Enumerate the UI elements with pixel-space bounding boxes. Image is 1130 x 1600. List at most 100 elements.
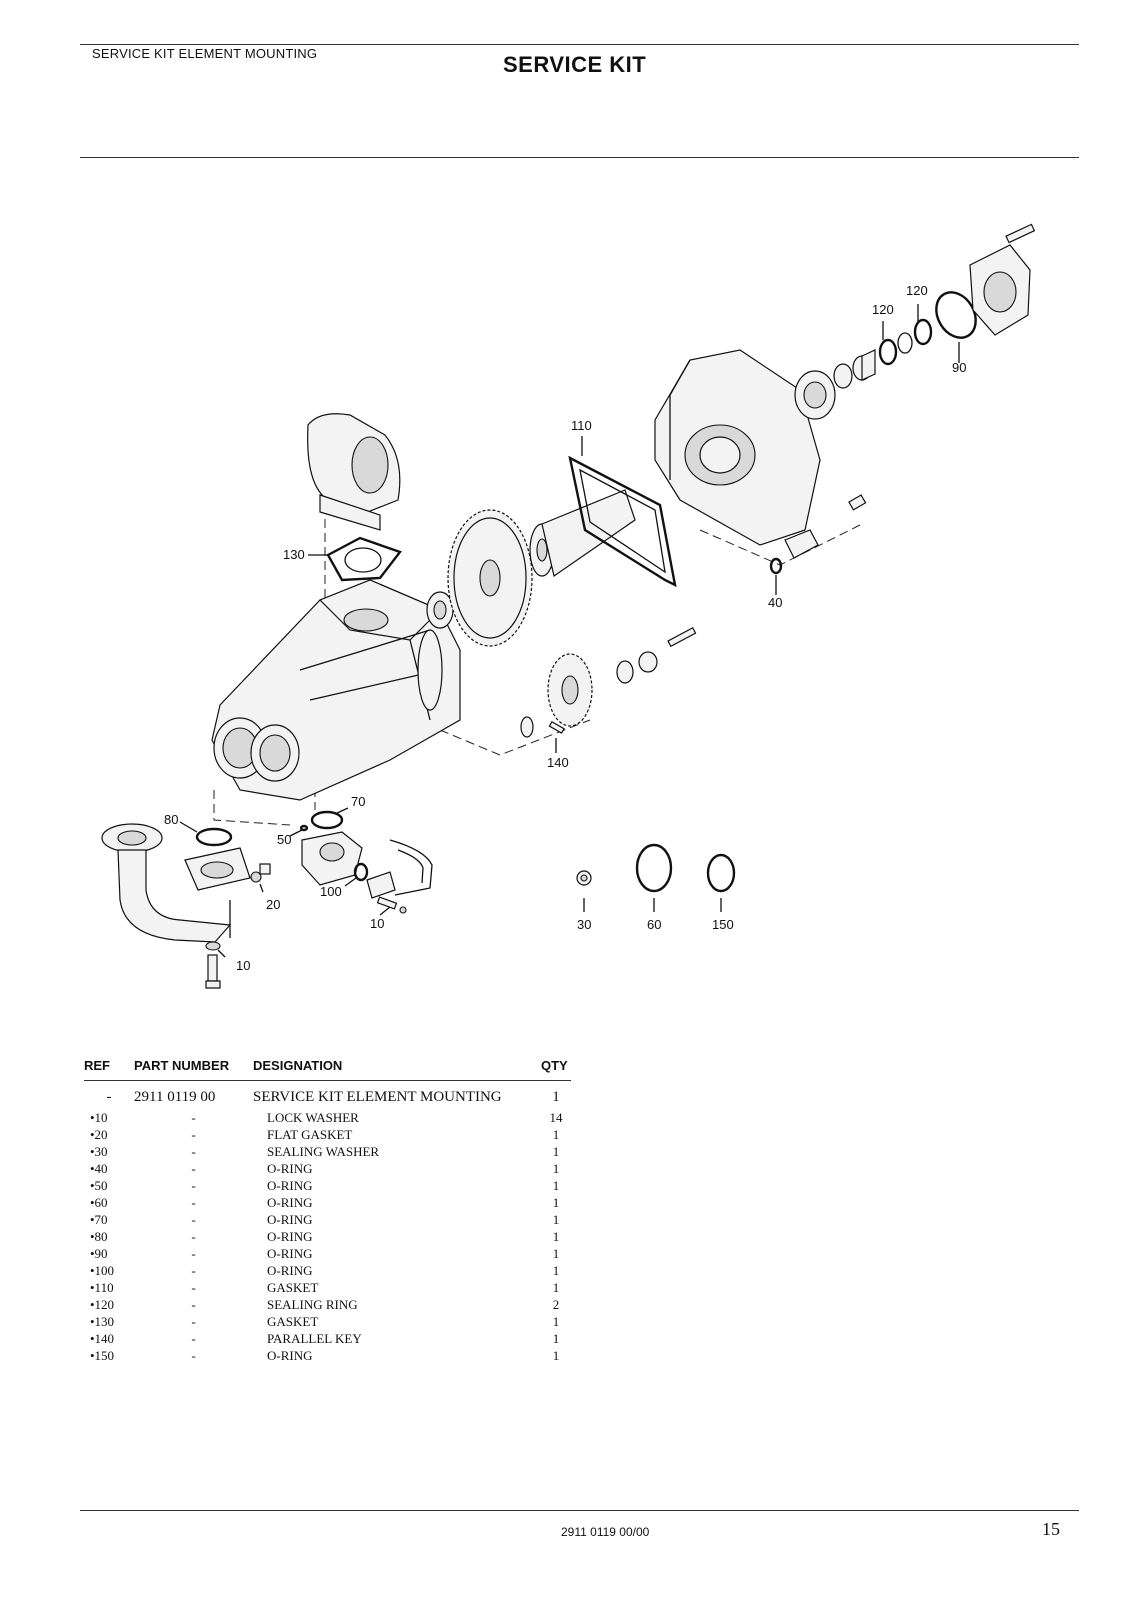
o-ring-150: [706, 853, 736, 893]
cell-qty: 14: [549, 1110, 563, 1125]
main-bearing: [794, 370, 836, 420]
cell-part-number: -: [191, 1178, 196, 1193]
cell-ref: •140: [90, 1331, 115, 1346]
header-bottom-rule: [80, 157, 1079, 158]
table-row: •100 - O-RING 1: [84, 1262, 571, 1279]
bushing: [852, 349, 876, 381]
cell-part-number: -: [191, 1161, 196, 1176]
cell-ref: •150: [90, 1348, 115, 1363]
large-gear: [447, 509, 533, 647]
o-ring-50: [299, 824, 309, 832]
cell-qty: 1: [552, 1127, 560, 1142]
drive-shaft: [529, 489, 636, 577]
cell-part-number: 2911 0119 00: [134, 1089, 216, 1105]
cell-ref: •90: [90, 1246, 108, 1261]
cell-part-number: -: [191, 1144, 196, 1159]
o-ring-70: [310, 810, 344, 830]
pinion-flange: [638, 651, 658, 673]
header-top-rule: [80, 44, 1079, 45]
cell-designation: O-RING: [267, 1195, 313, 1210]
cell-designation: FLAT GASKET: [267, 1127, 353, 1142]
table-row: •60 - O-RING 1: [84, 1194, 571, 1211]
spacer-ring: [833, 363, 853, 389]
callout-10-b: 10: [236, 958, 250, 973]
parallel-key-140: [548, 720, 565, 734]
cell-ref: •120: [90, 1297, 115, 1312]
callout-110: 110: [571, 418, 592, 433]
callout-120-b: 120: [906, 283, 928, 298]
callout-100: 100: [320, 884, 342, 899]
spacer-washer: [897, 332, 913, 354]
cell-designation: O-RING: [267, 1212, 313, 1227]
bearing: [426, 591, 454, 629]
cell-part-number: -: [191, 1212, 196, 1227]
col-ref: REF: [84, 1056, 134, 1081]
cell-part-number: -: [191, 1110, 196, 1125]
cell-qty: 1: [552, 1229, 560, 1244]
col-designation: DESIGNATION: [253, 1056, 541, 1081]
cell-ref: •40: [90, 1161, 108, 1176]
cell-designation: GASKET: [267, 1280, 319, 1295]
cell-designation: LOCK WASHER: [267, 1110, 359, 1125]
table-row: •20 - FLAT GASKET 1: [84, 1126, 571, 1143]
cell-part-number: -: [191, 1229, 196, 1244]
oil-pipe: [366, 839, 433, 914]
cell-qty: 1: [552, 1314, 560, 1329]
cell-qty: 1: [552, 1178, 560, 1193]
cell-part-number: -: [191, 1127, 196, 1142]
callout-150: 150: [712, 917, 734, 932]
o-ring-90: [935, 291, 977, 339]
cell-qty: 1: [552, 1263, 560, 1278]
cell-qty: 1: [552, 1246, 560, 1261]
parts-table: REF PART NUMBER DESIGNATION QTY - 2911 0…: [84, 1056, 571, 1364]
outlet-pipe-elbow: [101, 823, 251, 943]
cell-designation: SEALING WASHER: [267, 1144, 380, 1159]
cell-designation: O-RING: [267, 1161, 313, 1176]
cell-designation: SEALING RING: [267, 1297, 358, 1312]
cell-qty: 1: [552, 1212, 560, 1227]
cell-part-number: -: [191, 1263, 196, 1278]
cell-qty: 1: [552, 1195, 560, 1210]
col-qty: QTY: [541, 1056, 571, 1081]
o-ring-60: [635, 843, 673, 893]
cell-part-number: -: [191, 1195, 196, 1210]
compressor-element-housing: [211, 579, 461, 801]
o-ring-80: [195, 827, 233, 847]
cell-ref: •20: [90, 1127, 108, 1142]
cell-qty: 1: [552, 1331, 560, 1346]
table-row: •70 - O-RING 1: [84, 1211, 571, 1228]
cell-ref: •60: [90, 1195, 108, 1210]
table-header-row: REF PART NUMBER DESIGNATION QTY: [84, 1056, 571, 1081]
o-ring-100: [353, 862, 369, 882]
oil-stop-valve: [301, 831, 363, 886]
cell-ref: •100: [90, 1263, 115, 1278]
table-row: •40 - O-RING 1: [84, 1160, 571, 1177]
callout-140: 140: [547, 755, 569, 770]
pinion-gear: [547, 653, 593, 727]
cell-ref: -: [106, 1089, 112, 1105]
bearing-cover: [969, 223, 1036, 336]
bracket: [784, 494, 867, 559]
bolt-lock-washer-10: [205, 941, 221, 989]
page-number: 15: [1042, 1519, 1060, 1539]
cell-qty: 1: [552, 1144, 560, 1159]
callout-80: 80: [164, 812, 178, 827]
cell-qty: 1: [552, 1161, 560, 1176]
cell-ref: •70: [90, 1212, 108, 1227]
cell-designation: O-RING: [267, 1263, 313, 1278]
callout-30: 30: [577, 917, 591, 932]
cell-designation: O-RING: [267, 1229, 313, 1244]
page-title: SERVICE KIT: [503, 52, 647, 77]
gasket-130: [326, 536, 402, 582]
callout-20: 20: [266, 897, 280, 912]
footer-rule: [80, 1510, 1079, 1511]
col-part-number: PART NUMBER: [134, 1056, 253, 1081]
pinion-bushing: [616, 660, 634, 684]
